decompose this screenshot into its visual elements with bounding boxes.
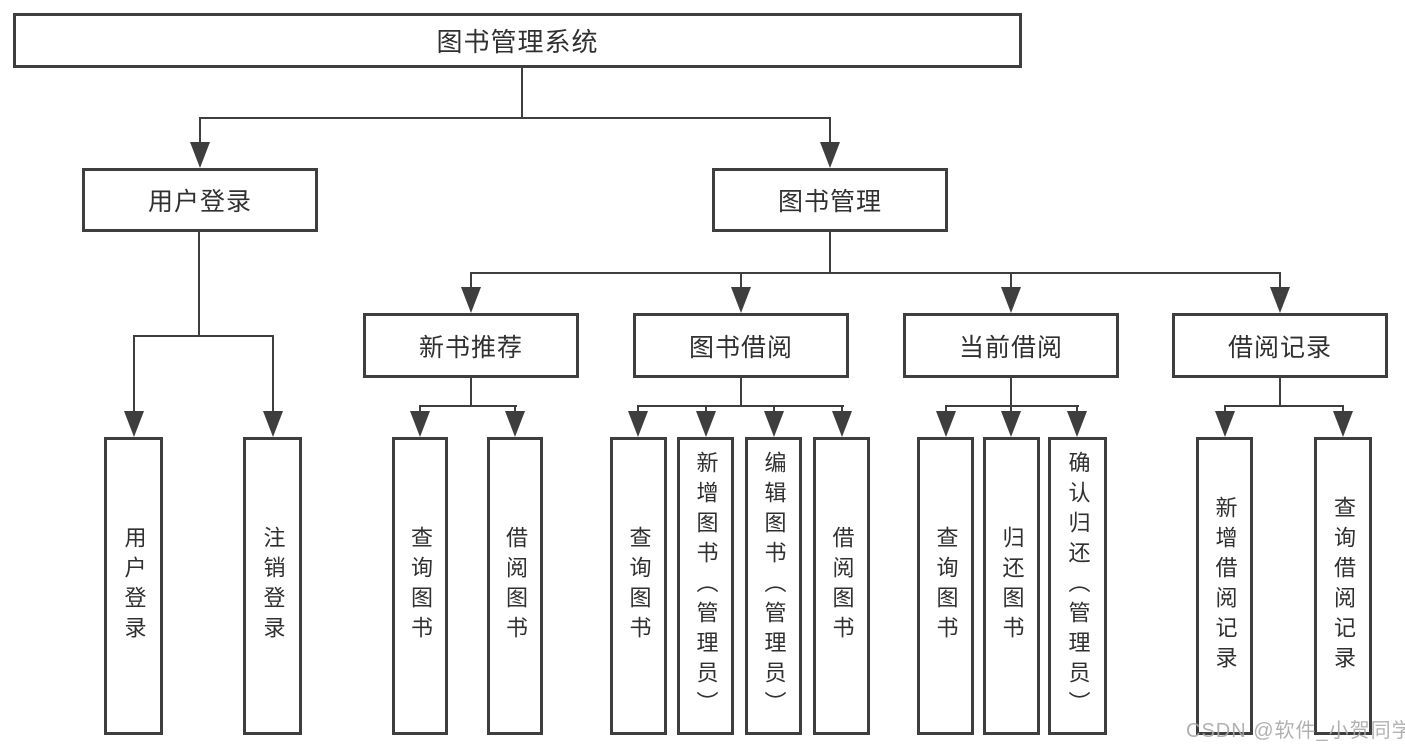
- leaf-confirm-return-admin: 确认归还（管理员）: [1048, 437, 1107, 735]
- leaf-logout: 注销登录: [243, 437, 302, 735]
- leaf-add-book-admin: 新增图书（管理员）: [677, 437, 734, 735]
- watermark: CSDN @软件_小贺同学: [1186, 720, 1405, 742]
- arrow-into-borrow-books-2: [832, 411, 852, 437]
- node-new-book-recommendation: 新书推荐: [363, 313, 579, 378]
- leaf-add-borrow-record: 新增借阅记录: [1196, 437, 1253, 735]
- edge-drop-current-borrowing: [1010, 272, 1012, 289]
- leaf-add-book-admin-label: 新增图书（管理员）: [693, 451, 719, 721]
- edge-current-stem: [1010, 377, 1012, 406]
- edge-borrowing-stem: [740, 377, 742, 406]
- arrow-into-book-management: [820, 142, 840, 168]
- edge-drop-confirm-return: [1076, 405, 1078, 413]
- edge-drop-add-record: [1224, 405, 1226, 413]
- arrow-into-edit-book: [764, 411, 784, 437]
- edge-drop-borrow-books-1: [514, 405, 516, 413]
- leaf-borrow-books-borrowing-label: 借阅图书: [829, 526, 855, 646]
- node-current-borrowing: 当前借阅: [903, 313, 1119, 378]
- leaf-query-borrow-record: 查询借阅记录: [1314, 437, 1372, 735]
- edge-drop-book-management: [829, 117, 831, 144]
- edge-drop-query-record: [1342, 405, 1344, 413]
- arrow-into-query-record: [1333, 411, 1353, 437]
- leaf-edit-book-admin: 编辑图书（管理员）: [745, 437, 802, 735]
- leaf-edit-book-admin-label: 编辑图书（管理员）: [761, 451, 787, 721]
- leaf-logout-label: 注销登录: [260, 526, 286, 646]
- arrow-into-book-borrowing: [731, 287, 751, 313]
- edge-records-branch: [1224, 405, 1344, 407]
- edge-borrowing-branch: [637, 405, 844, 407]
- leaf-query-borrow-record-label: 查询借阅记录: [1331, 496, 1356, 676]
- leaf-query-books-recommend-label: 查询图书: [408, 526, 433, 646]
- edge-book-management-branch: [470, 272, 1281, 274]
- arrow-into-new-book-recommendation: [461, 287, 481, 313]
- arrow-into-query-books-2: [628, 411, 648, 437]
- leaf-user-login-label: 用户登录: [121, 526, 147, 646]
- node-root: 图书管理系统: [13, 13, 1022, 68]
- edge-drop-user-login: [199, 117, 201, 144]
- node-user-login-label: 用户登录: [147, 188, 252, 216]
- leaf-query-books-recommend: 查询图书: [392, 437, 448, 735]
- edge-drop-borrow-books-2: [841, 405, 843, 413]
- node-borrowing-records: 借阅记录: [1172, 313, 1388, 378]
- edge-drop-book-borrowing: [740, 272, 742, 289]
- edge-current-branch: [945, 405, 1079, 407]
- edge-recommendation-stem: [470, 377, 472, 406]
- node-book-management-label: 图书管理: [777, 188, 882, 216]
- leaf-return-books-label: 归还图书: [999, 526, 1025, 646]
- node-borrowing-records-label: 借阅记录: [1227, 333, 1332, 362]
- edge-records-stem: [1279, 377, 1281, 406]
- leaf-add-borrow-record-label: 新增借阅记录: [1212, 496, 1238, 676]
- edge-drop-add-book: [705, 405, 707, 413]
- node-book-management: 图书管理: [712, 168, 948, 232]
- leaf-query-books-current-label: 查询图书: [933, 526, 959, 646]
- leaf-borrow-books-recommend: 借阅图书: [487, 437, 543, 735]
- node-current-borrowing-label: 当前借阅: [958, 333, 1063, 362]
- arrow-into-borrowing-records: [1270, 287, 1290, 313]
- arrow-into-add-record: [1215, 411, 1235, 437]
- arrow-into-query-books-3: [936, 411, 956, 437]
- arrow-into-return-books: [1001, 411, 1021, 437]
- arrow-into-current-borrowing: [1001, 287, 1021, 313]
- arrow-into-leaf-logout: [263, 411, 283, 437]
- edge-drop-leaf-logout: [272, 335, 274, 412]
- leaf-return-books: 归还图书: [983, 437, 1040, 735]
- leaf-query-books-current: 查询图书: [917, 437, 974, 735]
- edge-user-login-branch: [133, 335, 274, 337]
- edge-drop-borrowing-records: [1279, 272, 1281, 289]
- leaf-query-books-borrowing: 查询图书: [610, 437, 667, 735]
- leaf-borrow-books-borrowing: 借阅图书: [813, 437, 870, 735]
- node-user-login: 用户登录: [82, 168, 318, 232]
- edge-root-stem: [521, 67, 523, 119]
- arrow-into-query-books-1: [410, 411, 430, 437]
- edge-user-login-stem: [198, 231, 200, 336]
- edge-drop-query-books-3: [945, 405, 947, 413]
- edge-recommendation-branch: [419, 405, 517, 407]
- arrow-into-confirm-return: [1067, 411, 1087, 437]
- leaf-user-login: 用户登录: [104, 437, 163, 735]
- node-book-borrowing-label: 图书借阅: [688, 333, 793, 362]
- leaf-confirm-return-admin-label: 确认归还（管理员）: [1065, 451, 1091, 721]
- edge-book-management-stem: [829, 231, 831, 273]
- arrow-into-leaf-user-login: [124, 411, 144, 437]
- edge-drop-new-book-recommendation: [470, 272, 472, 289]
- node-new-book-recommendation-label: 新书推荐: [418, 333, 523, 362]
- arrow-into-add-book: [696, 411, 716, 437]
- node-book-borrowing: 图书借阅: [633, 313, 849, 378]
- edge-drop-query-books-1: [419, 405, 421, 413]
- edge-drop-edit-book: [773, 405, 775, 413]
- node-root-label: 图书管理系统: [436, 27, 599, 57]
- leaf-query-books-borrowing-label: 查询图书: [626, 526, 652, 646]
- edge-drop-return-books: [1010, 405, 1012, 413]
- edge-drop-leaf-user-login: [133, 335, 135, 412]
- leaf-borrow-books-recommend-label: 借阅图书: [503, 526, 528, 646]
- edge-root-branch: [199, 117, 831, 119]
- edge-drop-query-books-2: [637, 405, 639, 413]
- arrow-into-borrow-books-1: [505, 411, 525, 437]
- arrow-into-user-login: [190, 142, 210, 168]
